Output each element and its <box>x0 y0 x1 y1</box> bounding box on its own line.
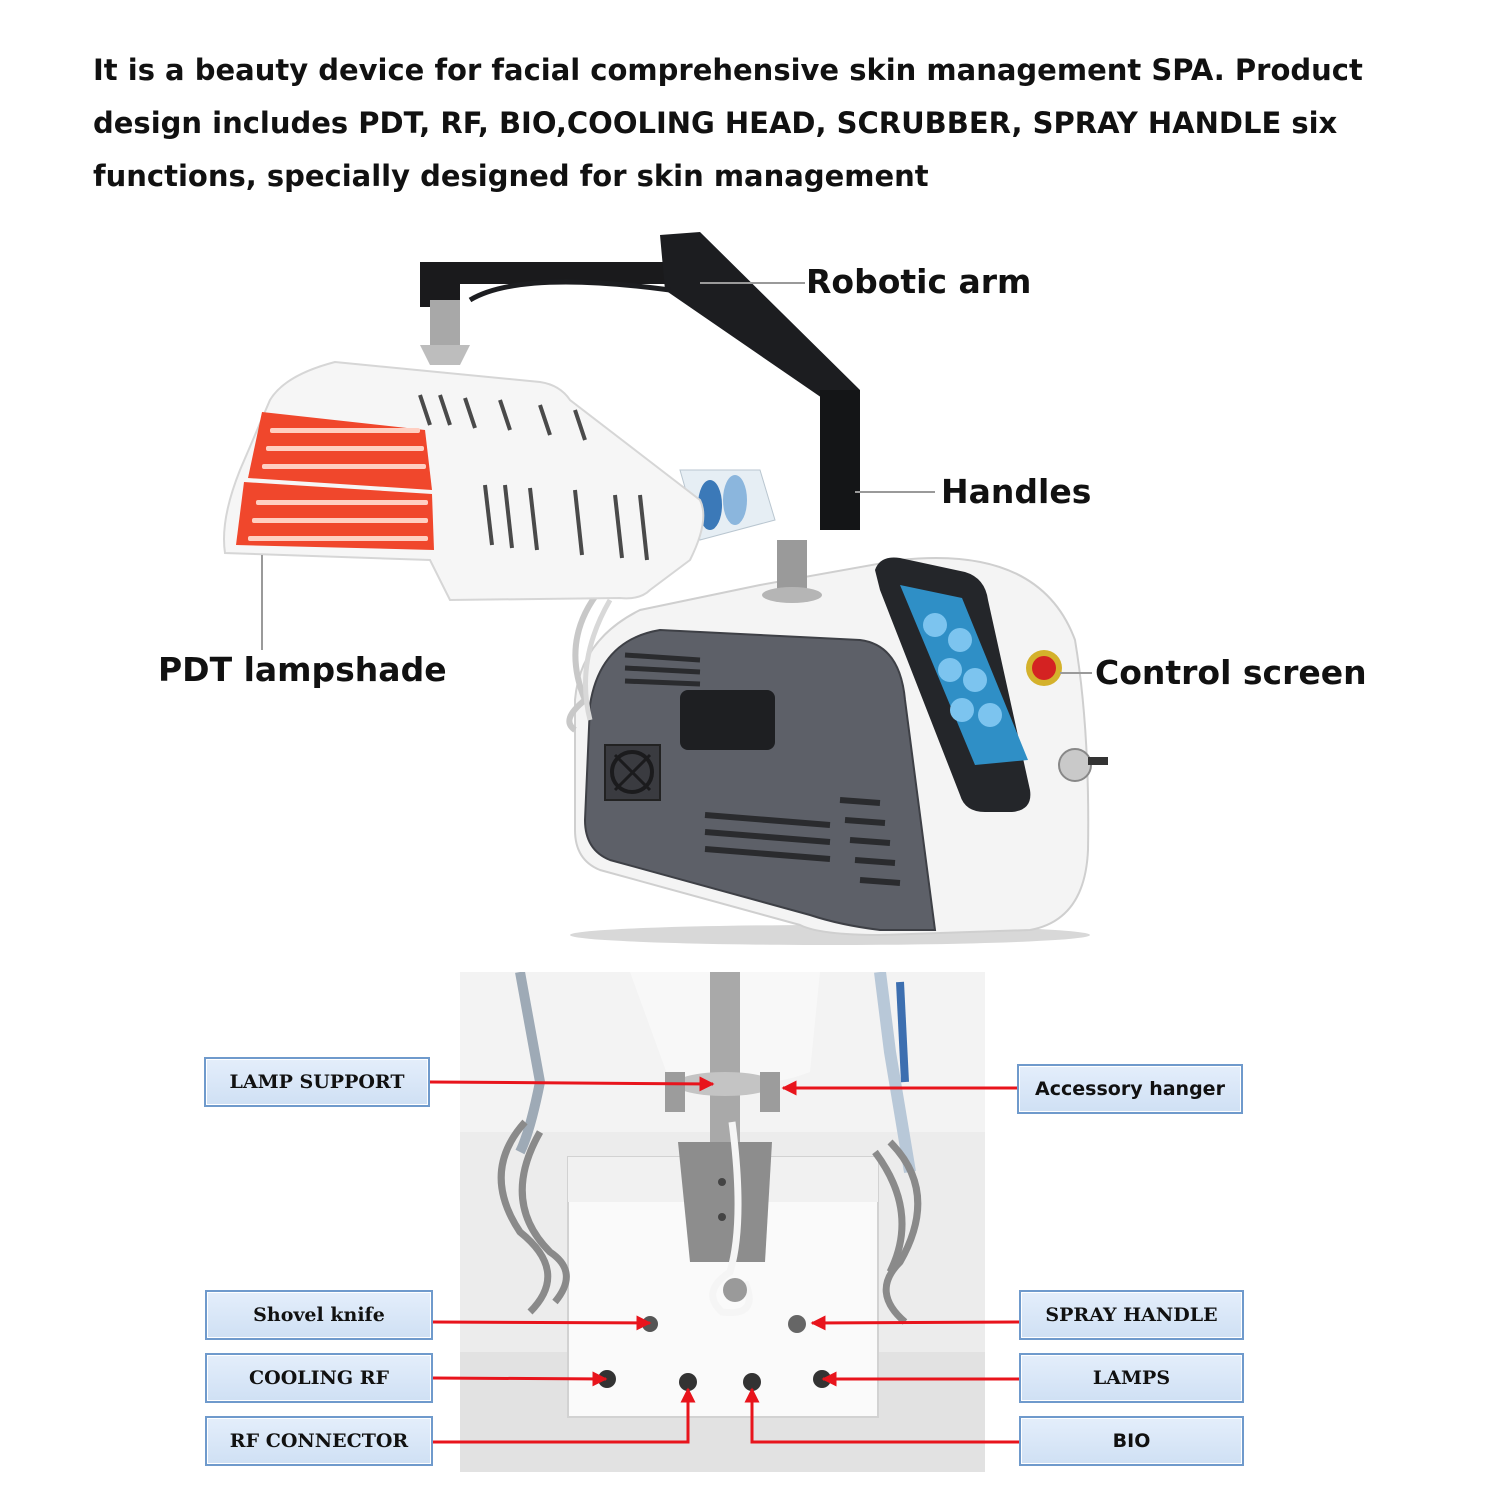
label-shovel-knife: Shovel knife <box>205 1290 433 1340</box>
intro-text: It is a beauty device for facial compreh… <box>93 53 1363 193</box>
label-lamp-support: LAMP SUPPORT <box>204 1057 430 1107</box>
front-panel <box>583 628 937 931</box>
label-cooling-rf: COOLING RF <box>205 1353 433 1403</box>
label-accessory-hanger: Accessory hanger <box>1017 1064 1243 1114</box>
callout-robotic-arm: Robotic arm <box>806 262 1032 301</box>
label-rf-connector: RF CONNECTOR <box>205 1416 433 1466</box>
callout-pdt-lampshade: PDT lampshade <box>158 650 447 689</box>
callout-control-screen: Control screen <box>1095 653 1367 692</box>
label-lamps: LAMPS <box>1019 1353 1244 1403</box>
rear-view-photo <box>460 972 985 1472</box>
label-spray-handle: SPRAY HANDLE <box>1019 1290 1244 1340</box>
product-illustration <box>223 232 1108 945</box>
label-bio: BIO <box>1019 1416 1244 1466</box>
callout-handles: Handles <box>941 472 1092 511</box>
